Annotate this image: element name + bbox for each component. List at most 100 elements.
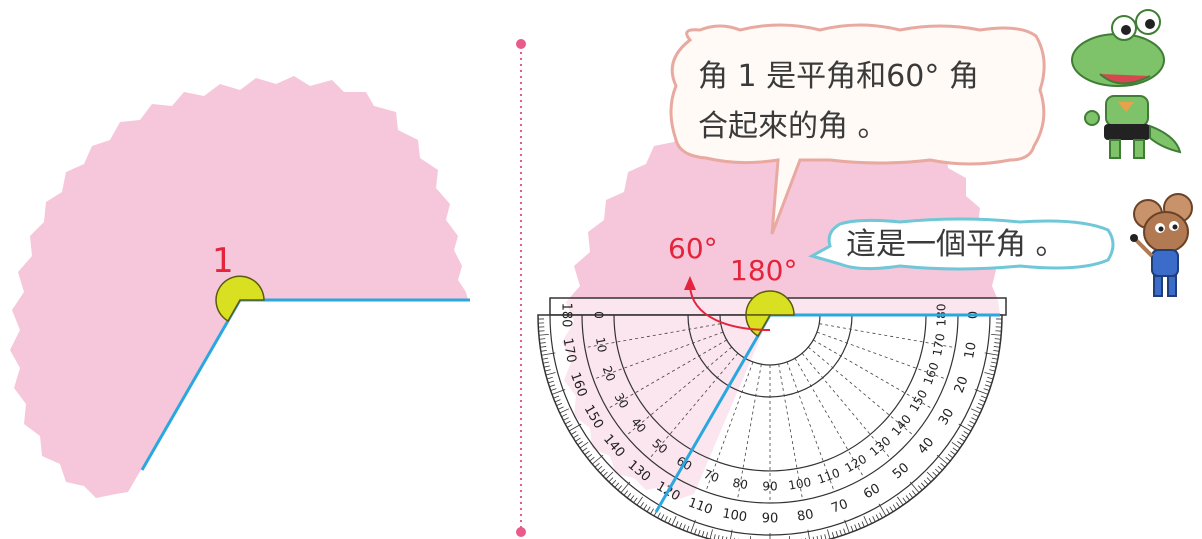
protractor-tick — [976, 406, 983, 410]
protractor-tick — [951, 442, 961, 449]
protractor-tick — [984, 384, 991, 388]
protractor-tick — [844, 519, 850, 534]
protractor-tick — [563, 417, 569, 421]
divider-bottom-dot — [516, 527, 526, 537]
protractor-tick — [548, 380, 554, 384]
protractor-tick — [617, 485, 623, 491]
protractor-tick — [857, 522, 862, 529]
protractor-radial-line — [801, 353, 892, 460]
protractor-tick — [586, 453, 593, 459]
protractor-radial-line — [593, 331, 724, 380]
protractor-tick — [605, 471, 614, 480]
protractor-outer-label: 90 — [762, 512, 779, 527]
protractor-tick — [920, 482, 926, 488]
protractor-tick — [824, 534, 827, 539]
protractor-radial-line — [736, 364, 762, 501]
protractor-outer-label: 80 — [796, 507, 815, 525]
protractor-tick — [945, 456, 951, 462]
protractor-tick — [550, 388, 557, 391]
protractor-tick — [950, 450, 956, 455]
protractor-tick — [713, 534, 716, 539]
protractor-tick — [820, 535, 823, 539]
protractor-tick — [542, 357, 549, 360]
protractor-tick — [551, 389, 566, 395]
protractor-tick — [678, 522, 683, 529]
protractor-tick — [573, 434, 579, 439]
protractor-tick — [553, 395, 560, 399]
protractor-tick — [643, 504, 648, 510]
protractor-tick — [589, 456, 595, 462]
protractor-tick — [958, 423, 972, 432]
small-bubble-text: 這是一個平角 。 — [846, 227, 1066, 262]
protractor-tick — [990, 365, 997, 368]
protractor-inner-label: 170 — [930, 332, 948, 357]
right-angle-marker-lower — [745, 314, 772, 338]
protractor-tick — [947, 453, 954, 459]
protractor-tick — [935, 468, 940, 474]
protractor-tick — [827, 529, 831, 539]
protractor-tick — [863, 516, 869, 526]
protractor-tick — [969, 420, 976, 425]
protractor-tick — [577, 441, 583, 446]
protractor-radial-line — [813, 339, 934, 410]
protractor-tick — [923, 480, 929, 485]
protractor-tick — [788, 536, 790, 539]
protractor-tick — [983, 388, 990, 391]
protractor-tick — [633, 497, 638, 503]
protractor-tick — [614, 482, 620, 488]
protractor-inner-label: 80 — [731, 476, 748, 492]
protractor-tick — [564, 420, 571, 425]
protractor-tick — [994, 342, 1001, 344]
protractor-tick — [561, 413, 568, 418]
protractor-radial-line — [584, 323, 721, 349]
protractor-inner-label: 20 — [600, 364, 618, 383]
protractor-inner-label: 90 — [762, 480, 777, 494]
protractor-radial-line — [816, 331, 947, 380]
speech-bubble-line-2: 合起來的角 。 — [698, 109, 888, 144]
protractor-tick — [549, 384, 556, 388]
protractor-tick — [726, 536, 728, 539]
crocodile-character-icon — [1071, 9, 1182, 159]
protractor-tick — [540, 346, 547, 348]
protractor-tick — [686, 525, 690, 532]
protractor-tick — [701, 531, 705, 537]
protractor-tick — [940, 462, 946, 468]
protractor-tick — [886, 508, 890, 515]
protractor-tick — [570, 431, 577, 435]
protractor-outer-label: 30 — [936, 406, 957, 428]
protractor-tick — [650, 508, 654, 515]
protractor-tick — [694, 528, 697, 535]
protractor-radial-line — [625, 346, 732, 437]
protractor-tick — [664, 516, 668, 522]
protractor-tick — [972, 413, 979, 418]
protractor-tick — [545, 372, 556, 376]
protractor-tick — [646, 506, 651, 512]
label-180-degree: 180° — [730, 254, 797, 287]
protractor-radial-line — [648, 353, 739, 460]
protractor-tick — [905, 495, 910, 501]
protractor-tick — [592, 454, 604, 465]
protractor-tick — [657, 512, 661, 519]
protractor-tick — [959, 437, 965, 442]
protractor-inner-label: 10 — [593, 336, 609, 353]
protractor-tick — [682, 524, 686, 531]
protractor-tick — [993, 346, 1000, 348]
divider-top-dot — [516, 39, 526, 49]
protractor-tick — [987, 376, 994, 380]
protractor-tick — [594, 462, 600, 468]
protractor-tick — [911, 490, 917, 496]
protractor-tick — [566, 424, 573, 428]
protractor-tick — [878, 503, 887, 517]
protractor-tick — [902, 497, 907, 503]
protractor-tick — [872, 516, 876, 522]
protractor-radial-line — [778, 364, 804, 501]
left-angle-marker — [215, 275, 265, 323]
protractor-tick — [579, 442, 589, 449]
protractor-tick — [986, 380, 992, 384]
protractor-tick — [575, 437, 581, 442]
protractor-tick — [600, 468, 605, 474]
protractor-outer-label: 70 — [829, 497, 850, 517]
protractor-tick — [620, 481, 631, 493]
protractor-tick — [952, 447, 958, 452]
protractor-tick — [582, 447, 588, 452]
